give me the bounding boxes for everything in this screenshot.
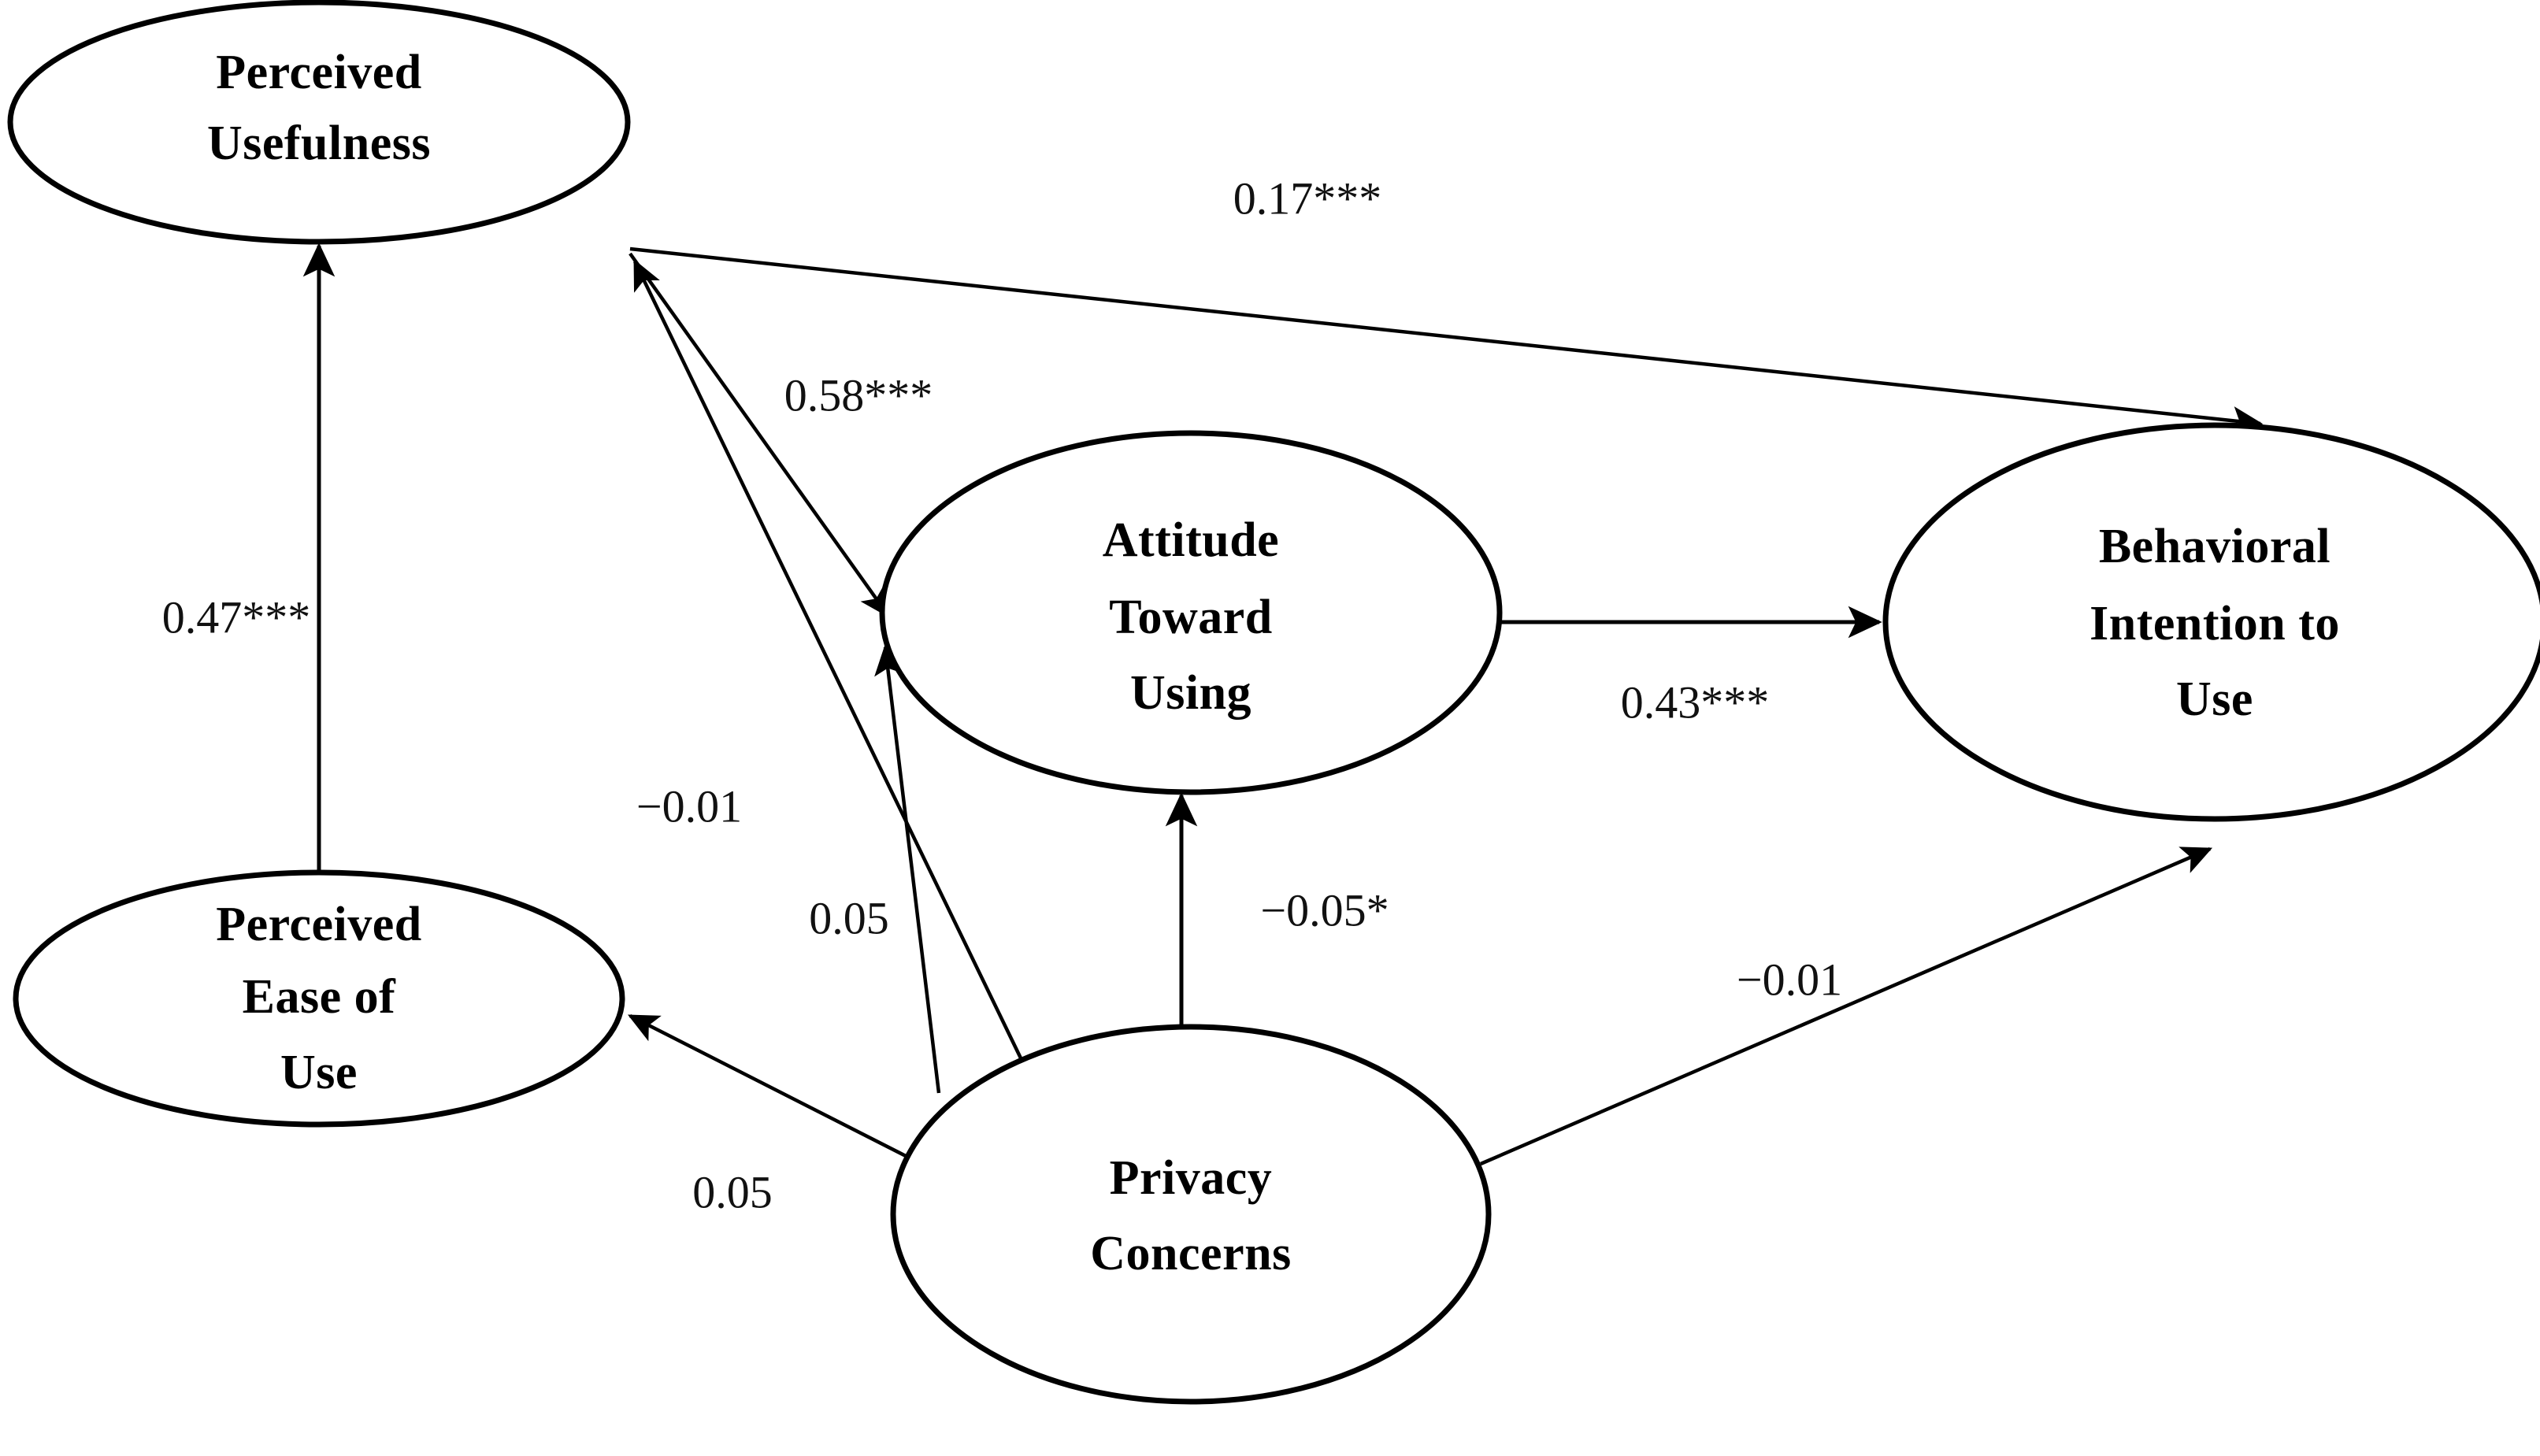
node-attitude-toward-using-line-2: Toward bbox=[1109, 591, 1272, 644]
node-attitude-toward-using-line-3: Using bbox=[1130, 666, 1251, 720]
node-privacy-concerns-line-1: Privacy bbox=[1110, 1151, 1273, 1205]
edge-pu-to-atu bbox=[629, 252, 890, 618]
edge-label-layer: 0.47*** 0.58*** 0.17*** 0.43*** −0.01 0.… bbox=[162, 172, 1842, 1217]
node-attitude-toward-using[interactable]: Attitude Toward Using bbox=[879, 430, 1503, 795]
edge-label-pc-to-peou: 0.05 bbox=[692, 1166, 773, 1217]
node-behavioral-intention-to-use-line-1: Behavioral bbox=[2099, 520, 2330, 573]
node-privacy-concerns-ellipse[interactable] bbox=[890, 1024, 1492, 1405]
node-behavioral-intention-to-use-ellipse[interactable] bbox=[1882, 422, 2540, 822]
node-privacy-concerns-line-2: Concerns bbox=[1090, 1227, 1291, 1280]
node-behavioral-intention-to-use-line-3: Use bbox=[2176, 672, 2253, 726]
edge-label-peou-to-pu: 0.47*** bbox=[162, 591, 311, 643]
node-attitude-toward-using-ellipse[interactable] bbox=[879, 430, 1503, 795]
node-perceived-usefulness-line-2: Usefulness bbox=[207, 117, 431, 170]
edge-label-pc-to-atu-direct: −0.05* bbox=[1260, 884, 1389, 935]
node-privacy-concerns[interactable]: Privacy Concerns bbox=[890, 1024, 1492, 1405]
node-perceived-ease-of-use-line-3: Use bbox=[280, 1046, 358, 1099]
edge-label-pc-to-atu: 0.05 bbox=[809, 892, 889, 943]
node-perceived-ease-of-use-line-2: Ease of bbox=[243, 970, 397, 1024]
edge-pc-to-peou bbox=[627, 1013, 907, 1158]
node-behavioral-intention-to-use[interactable]: Behavioral Intention to Use bbox=[1882, 422, 2540, 822]
edge-label-pc-to-pu: −0.01 bbox=[636, 780, 742, 832]
node-attitude-toward-using-line-1: Attitude bbox=[1103, 513, 1279, 567]
edge-label-pu-to-atu: 0.58*** bbox=[784, 369, 933, 420]
edge-pu-to-bi bbox=[629, 246, 2264, 435]
node-perceived-ease-of-use[interactable]: Perceived Ease of Use bbox=[13, 869, 625, 1128]
node-perceived-usefulness-ellipse[interactable] bbox=[7, 0, 631, 245]
node-perceived-ease-of-use-ellipse[interactable] bbox=[13, 869, 625, 1128]
node-layer: Perceived Usefulness Perceived Ease of U… bbox=[7, 0, 2540, 1405]
edge-label-pc-to-bi: −0.01 bbox=[1737, 954, 1842, 1005]
edge-pc-to-atu bbox=[874, 644, 941, 1094]
edge-label-atu-to-bi: 0.43*** bbox=[1621, 676, 1770, 728]
edge-pc-to-bi bbox=[1480, 847, 2213, 1166]
node-perceived-ease-of-use-line-1: Perceived bbox=[216, 898, 422, 951]
edge-pc-to-pu bbox=[632, 258, 1026, 1065]
edge-label-pu-to-bi: 0.17*** bbox=[1233, 172, 1382, 224]
node-behavioral-intention-to-use-line-2: Intention to bbox=[2089, 597, 2340, 650]
edge-layer bbox=[302, 243, 2264, 1166]
node-perceived-usefulness-line-1: Perceived bbox=[216, 46, 422, 99]
node-perceived-usefulness[interactable]: Perceived Usefulness bbox=[7, 0, 631, 245]
